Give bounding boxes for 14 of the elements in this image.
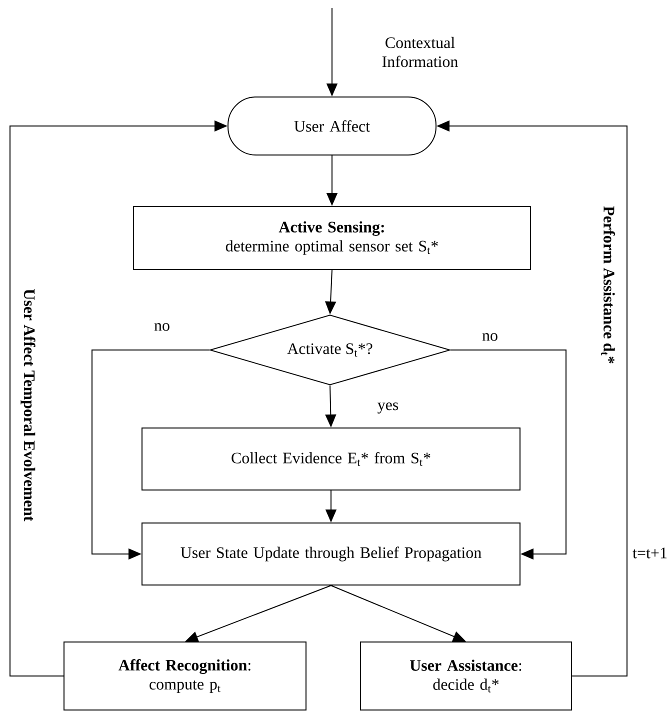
- process-box: Collect Evidence E$_{t}$* from S$_{t}$*: [142, 428, 520, 490]
- process-box: User State Update through Belief Propagation: [142, 522, 520, 586]
- edge-label: yes: [378, 402, 398, 414]
- edge-label: Perform Assistance d$_{t}$*: [600, 205, 616, 365]
- process-box: Active Sensing: determine optimal sensor set S$_{t}$*: [133, 206, 531, 270]
- arrow: [450, 350, 566, 560]
- edge-label: User Affect Temporal Evolvement: [20, 288, 36, 522]
- terminal-box: User Affect: [228, 96, 436, 156]
- edge-label: no: [154, 323, 170, 331]
- edge-label: Contextual Information: [382, 36, 458, 68]
- process-box: Affect Recognition: compute p$_{t}$: [64, 642, 306, 710]
- note-label: t=t+1: [632, 548, 667, 558]
- edge-label: no: [482, 333, 498, 341]
- process-box: User Assistance: decide d$_{t}$*: [360, 642, 572, 710]
